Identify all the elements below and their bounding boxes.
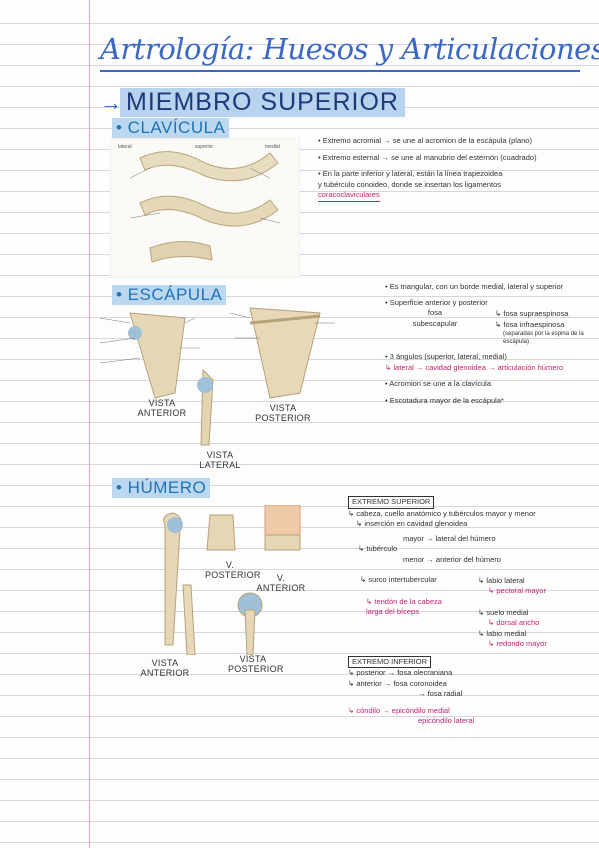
scapula-view-posterior: VISTA POSTERIOR — [255, 403, 311, 423]
humerus-view-posterior: VISTA POSTERIOR — [228, 654, 284, 674]
escapula-note: ↳ fosa supraespinosa — [495, 309, 569, 318]
clavicula-note: • Extremo esternal → se une al manubrio … — [318, 152, 537, 162]
scapula-lateral-illustration — [197, 368, 214, 446]
humero-note: ↳ surco intertubercular — [360, 575, 437, 584]
humero-note: ↳ labio lateral — [478, 575, 525, 585]
clavicula-heading: • CLAVÍCULA — [112, 118, 230, 138]
humero-note: ↳ labio medial — [478, 628, 527, 638]
humero-note: → fosa radial — [418, 689, 463, 698]
page-title: Artrología: Huesos y Articulaciones — [100, 32, 599, 66]
clavicula-notes: • Extremo acromial → se une al acromion … — [318, 136, 588, 202]
humerus-view-posterior-small: V. POSTERIOR — [205, 560, 261, 580]
escapula-heading: • ESCÁPULA — [112, 285, 227, 305]
svg-text:superior: superior — [195, 144, 213, 150]
clavicle-illustration: lateral superior medial — [110, 138, 300, 278]
escapula-note: • 3 ángulos (superior, lateral, medial) — [385, 352, 507, 361]
margin-line — [89, 0, 90, 848]
humero-note: ↳ inserción en cavidad glenoidea — [356, 519, 468, 528]
extremo-inferior-box: EXTREMO INFERIOR — [348, 655, 432, 668]
humero-note: ↳ posterior → fosa olecraniana — [348, 668, 453, 677]
humero-heading: • HÚMERO — [112, 478, 211, 498]
escapula-note: ↳ lateral → cavidad glenoidea → articula… — [385, 362, 564, 372]
escapula-note: • Escotadura mayor de la escápula* — [385, 395, 504, 405]
escapula-note: fosa subescapular — [412, 308, 458, 328]
humero-note: ↳ anterior → fosa coronoidea — [348, 678, 447, 688]
scapula-view-lateral: VISTA LATERAL — [199, 450, 241, 470]
escapula-note: ↳ fosa infraespinosa — [495, 319, 565, 329]
humerus-view-anterior: VISTA ANTERIOR — [140, 658, 190, 678]
humerus-illustration — [163, 505, 301, 655]
humero-note: ↳ tubérculo — [358, 544, 398, 553]
section-title: MIEMBRO SUPERIOR — [120, 88, 405, 117]
section-arrow: → — [100, 90, 122, 115]
clavicula-note: • Extremo acromial → se une al acromion … — [318, 136, 532, 145]
escapula-note: • Acromion se une a la clavícula — [385, 379, 492, 388]
humerus-view-anterior-small: V. ANTERIOR — [256, 573, 306, 593]
scapula-illustration — [100, 307, 335, 399]
humero-note: ↳ cóndilo → epicóndilo medial — [348, 705, 450, 715]
clavicula-note: • En la parte inferior y lateral, están … — [318, 169, 503, 178]
humero-notes: EXTREMO SUPERIOR ↳ cabeza, cuello anatóm… — [348, 496, 593, 727]
scapula-view-anterior: VISTA ANTERIOR — [137, 398, 187, 418]
svg-text:medial: medial — [265, 144, 280, 150]
extremo-superior-box: EXTREMO SUPERIOR — [348, 496, 435, 509]
escapula-notes: • Es triangular, con un borde medial, la… — [385, 282, 590, 406]
svg-text:lateral: lateral — [118, 144, 132, 150]
humero-note: ↳ suelo medial — [478, 607, 529, 617]
humero-note: ↳ cabeza, cuello anatómico y tubérculos … — [348, 508, 536, 518]
humero-note: ↳ pectoral mayor — [488, 586, 546, 595]
humero-note: ↳ dorsal ancho — [488, 618, 540, 627]
humero-note: ↳ redondo mayor — [488, 639, 547, 648]
clavicula-note: y tubérculo conoideo, donde se insertan … — [318, 179, 502, 189]
humero-note: menor → anterior del húmero — [403, 554, 501, 564]
escapula-note: • Es triangular, con un borde medial, la… — [385, 282, 564, 291]
humero-note: epicóndilo lateral — [418, 716, 475, 725]
clavicula-note: coracoclaviculares — [318, 190, 380, 202]
humero-note: mayor → lateral del húmero — [403, 533, 496, 543]
title-underline — [100, 70, 580, 72]
escapula-note: (separadas por la espina de la escápula) — [503, 331, 584, 345]
humero-note: ↳ tendón de la cabeza larga del bíceps — [366, 596, 442, 617]
escapula-note: • Superficie anterior y posterior — [385, 297, 488, 307]
